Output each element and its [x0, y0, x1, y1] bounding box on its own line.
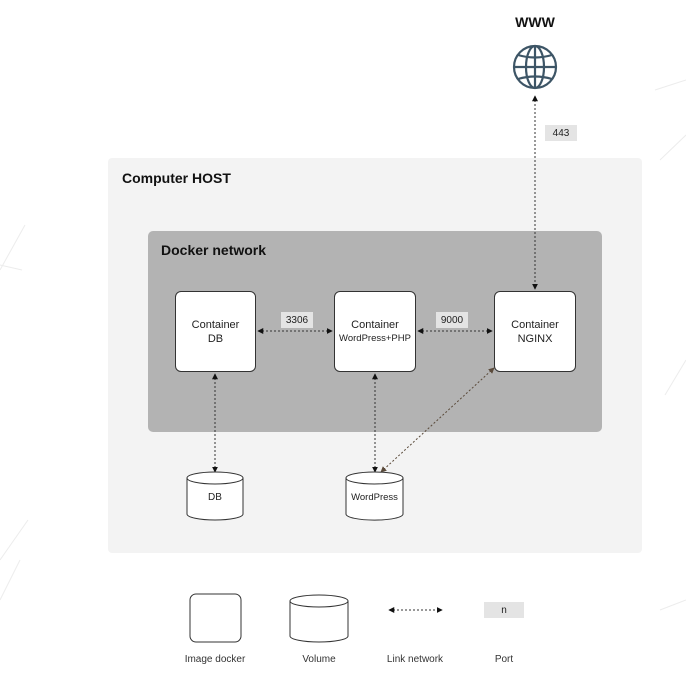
container-nginx-line2: NGINX: [517, 332, 553, 345]
volume-db-label: DB: [208, 492, 222, 503]
globe-icon: [512, 44, 558, 90]
legend-volume-label: Volume: [302, 654, 336, 665]
legend-volume-shape: [289, 594, 349, 643]
legend-image-docker-shape: [189, 593, 242, 643]
container-db: Container DB: [175, 291, 256, 372]
docker-network-title: Docker network: [161, 242, 267, 258]
volume-wordpress-label: WordPress: [351, 492, 398, 503]
container-db-line2: DB: [207, 332, 224, 345]
container-db-line1: Container: [191, 318, 240, 331]
www-label: WWW: [515, 14, 555, 30]
port-9000: 9000: [436, 312, 468, 328]
container-nginx: Container NGINX: [494, 291, 576, 372]
link-nginx-volume: [380, 367, 495, 473]
container-wordpress-line2: WordPress+PHP: [339, 332, 411, 344]
port-443: 443: [545, 125, 577, 141]
legend-port-label: Port: [494, 654, 514, 665]
legend-port-shape: n: [484, 602, 524, 618]
port-3306: 3306: [281, 312, 313, 328]
legend-image-docker-label: Image docker: [184, 654, 246, 665]
computer-host-title: Computer HOST: [122, 170, 231, 186]
container-wordpress: Container WordPress+PHP: [334, 291, 416, 372]
legend-link-network-label: Link network: [386, 654, 444, 665]
volume-wordpress-cylinder: [345, 471, 404, 521]
container-wordpress-line1: Container: [351, 318, 399, 331]
volume-db-cylinder: [186, 471, 244, 521]
container-nginx-line1: Container: [511, 318, 559, 331]
